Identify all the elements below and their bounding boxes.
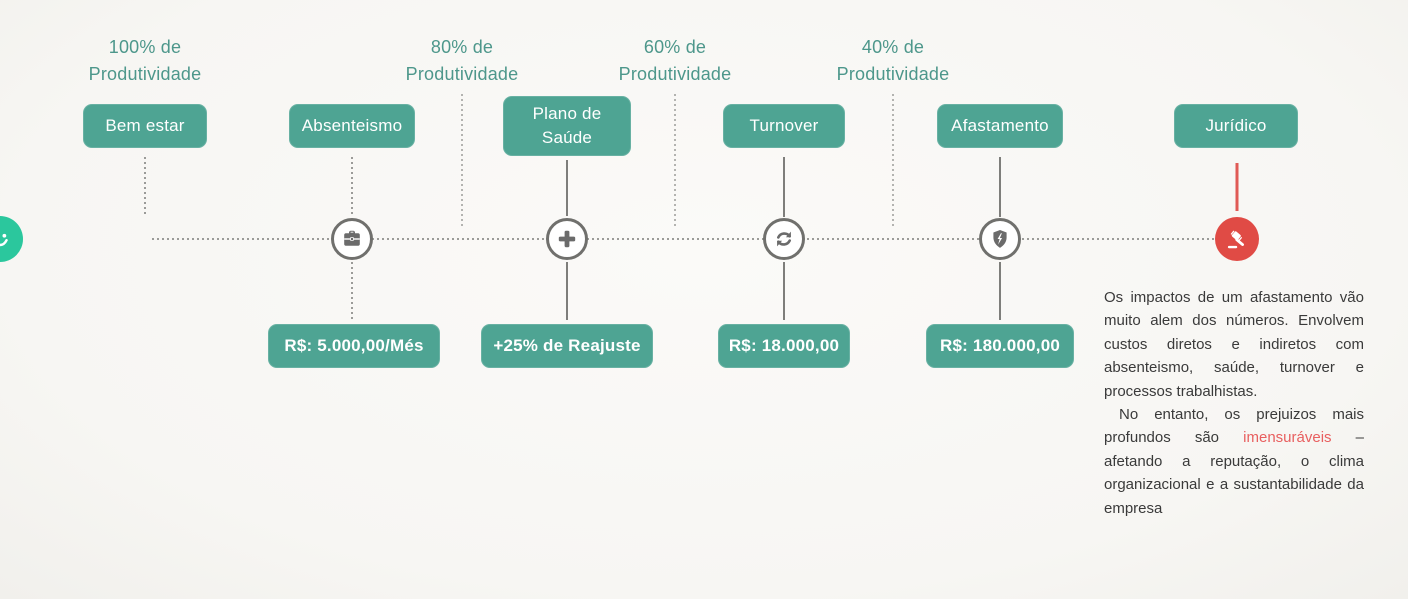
productivity-label-line1: 80% de [430, 37, 494, 57]
connector-solid [566, 160, 568, 216]
connector-solid [783, 157, 785, 217]
stage-button-afastamento: Afastamento [937, 104, 1063, 148]
note-highlight-imensuraveis: imensuráveis [1243, 429, 1332, 447]
smiley-icon [0, 216, 23, 262]
connector-solid [999, 262, 1001, 320]
stage-button-absenteismo: Absenteismo [289, 104, 415, 148]
stage-button-bem-estar: Bem estar [83, 104, 207, 148]
productivity-label-line1: 100% de [108, 37, 182, 57]
refresh-icon [763, 218, 805, 260]
value-chip-afastamento: R$: 180.000,00 [926, 324, 1074, 368]
connector-solid [999, 157, 1001, 217]
productivity-label-80: 80% de Produtividade [367, 34, 557, 88]
gavel-icon [1215, 217, 1259, 261]
productivity-label-line1: 40% de [861, 37, 925, 57]
productivity-label-line2: Produtividade [88, 64, 202, 84]
productivity-label-line2: Produtividade [618, 64, 732, 84]
briefcase-icon [331, 218, 373, 260]
connector-solid [566, 262, 568, 320]
note-text-pre: No entanto, os prejuizos mais profundos … [1104, 406, 1364, 447]
stage-button-turnover: Turnover [723, 104, 845, 148]
productivity-label-40: 40% de Produtividade [798, 34, 988, 88]
shield-bolt-icon [979, 218, 1021, 260]
productivity-label-line2: Produtividade [405, 64, 519, 84]
medical-cross-icon [546, 218, 588, 260]
connector-solid [783, 262, 785, 320]
connector-solid-red [1235, 163, 1239, 211]
note-text-post: – afetando a reputação, o clima organiza… [1104, 429, 1364, 517]
timeline-dotted-line [152, 238, 1216, 240]
productivity-label-line2: Produtividade [836, 64, 950, 84]
separator-dotted-80 [461, 94, 463, 228]
productivity-label-line1: 60% de [643, 37, 707, 57]
connector-dotted [351, 157, 353, 217]
stage-button-plano-de-saude: Plano de Saúde [503, 96, 631, 156]
value-chip-plano-de-saude: +25% de Reajuste [481, 324, 653, 368]
separator-dotted-40 [892, 94, 894, 228]
impact-note: Os impactos de um afastamento vão muito … [1104, 286, 1364, 520]
impact-note-paragraph-2: No entanto, os prejuizos mais profundos … [1104, 403, 1364, 520]
value-chip-absenteismo: R$: 5.000,00/Més [268, 324, 440, 368]
connector-dotted [351, 262, 353, 320]
productivity-label-60: 60% de Produtividade [580, 34, 770, 88]
connector-dotted [144, 157, 146, 217]
value-chip-turnover: R$: 18.000,00 [718, 324, 850, 368]
separator-dotted-60 [674, 94, 676, 228]
stage-button-juridico: Jurídico [1174, 104, 1298, 148]
impact-note-paragraph-1: Os impactos de um afastamento vão muito … [1104, 289, 1364, 400]
productivity-label-100: 100% de Produtividade [50, 34, 240, 88]
